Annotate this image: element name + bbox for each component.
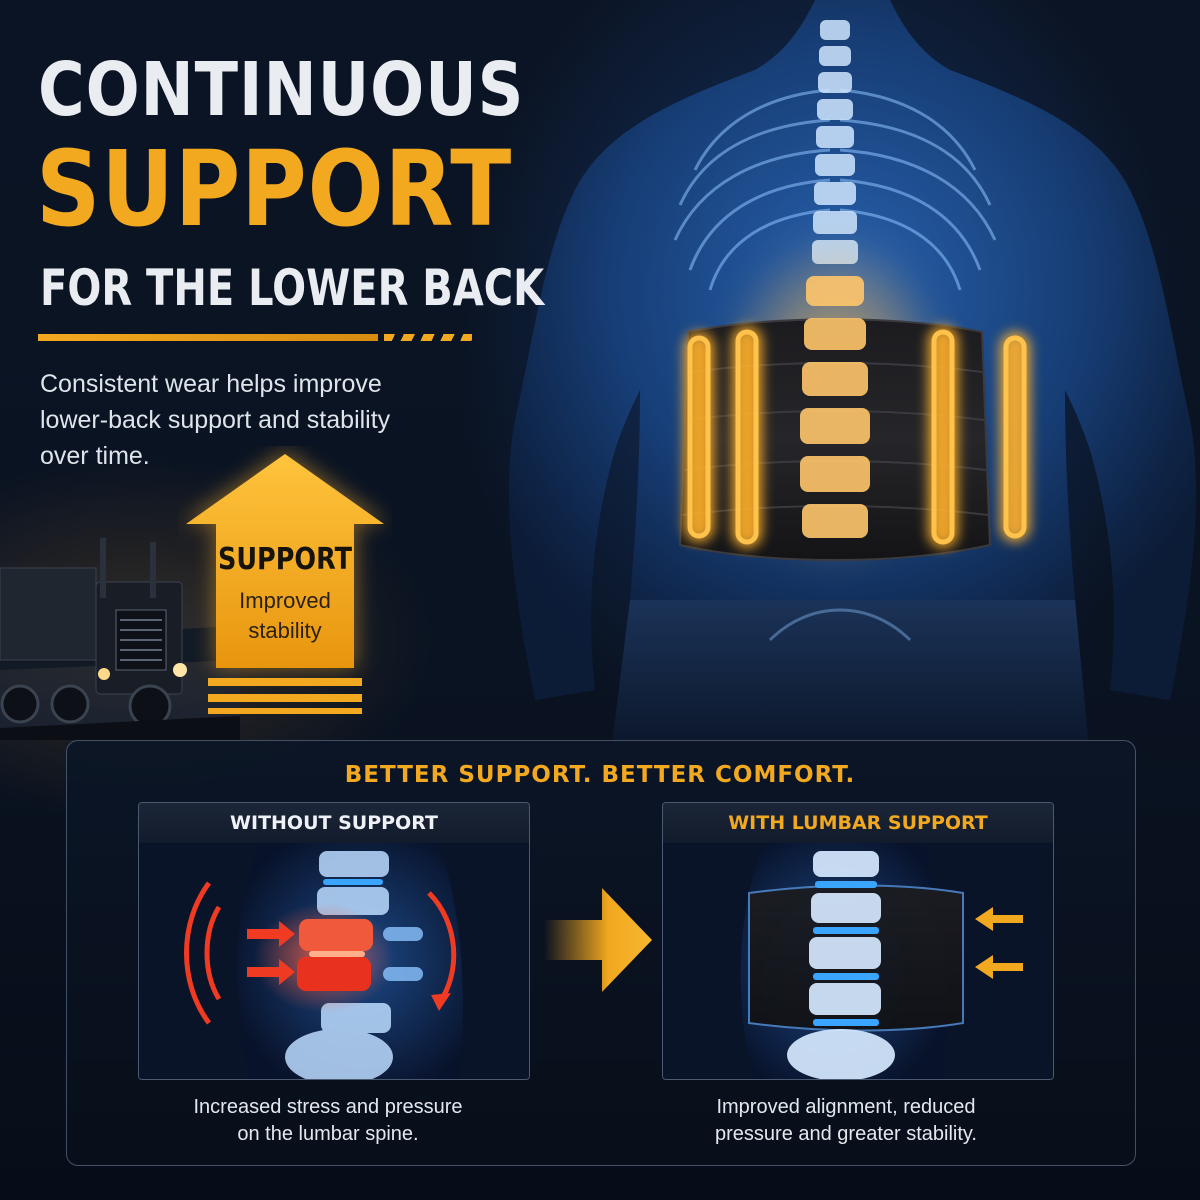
without-support-card: WITHOUT SUPPORT (138, 802, 530, 1080)
arrow-title: SUPPORT (217, 542, 353, 577)
without-caption-line-2: on the lumbar spine. (237, 1123, 419, 1145)
headline-line-2: SUPPORT (36, 128, 513, 250)
xray-torso-illustration (508, 0, 1197, 760)
without-caption-line-1: Increased stress and pressure (193, 1096, 463, 1118)
with-support-label: WITH LUMBAR SUPPORT (663, 803, 1053, 844)
headline-line-1: CONTINUOUS (38, 47, 525, 133)
stressed-spine-illustration (139, 843, 529, 1079)
headline-line-3: FOR THE LOWER BACK (40, 259, 545, 317)
with-support-card: WITH LUMBAR SUPPORT (662, 802, 1054, 1080)
with-caption-line-1: Improved alignment, reduced (716, 1096, 976, 1118)
arrow-subtitle-line-2: stability (248, 618, 322, 643)
without-support-caption: Increased stress and pressure on the lum… (118, 1094, 538, 1148)
lead-paragraph: Consistent wear helps improve lower-back… (40, 370, 391, 470)
without-support-label: WITHOUT SUPPORT (139, 803, 529, 844)
comparison-title: BETTER SUPPORT. BETTER COMFORT. (344, 762, 856, 788)
arrow-subtitle-line-1: Improved (239, 588, 331, 613)
arrow-subtitle: Improved stability (178, 586, 392, 646)
right-arrow-icon (544, 888, 652, 992)
with-caption-line-2: pressure and greater stability. (715, 1123, 977, 1145)
headline-underline (38, 334, 378, 341)
hazard-stripes (384, 334, 472, 341)
with-support-caption: Improved alignment, reduced pressure and… (636, 1094, 1056, 1148)
supported-spine-illustration (663, 843, 1053, 1079)
truck-icon (0, 538, 240, 740)
support-arrow-icon (182, 450, 388, 714)
